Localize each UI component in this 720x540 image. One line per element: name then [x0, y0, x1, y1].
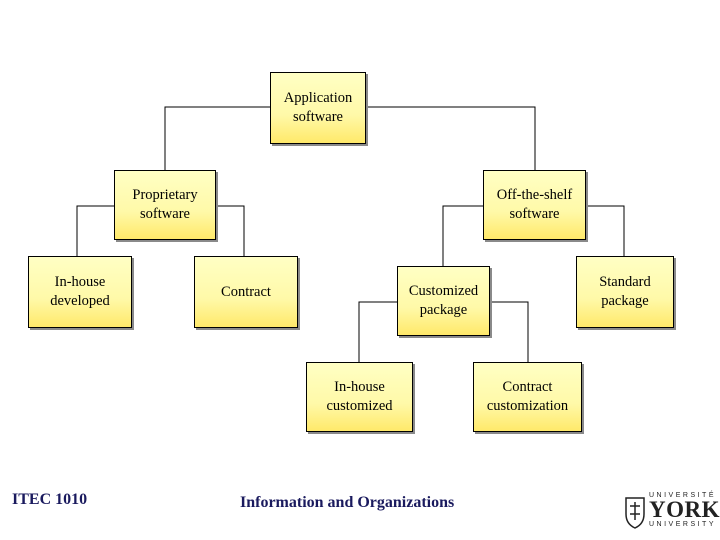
connector-application-right: [366, 106, 536, 182]
node-contract: Contract: [194, 256, 298, 328]
connector-application: [164, 106, 270, 182]
node-label: Application software: [283, 90, 353, 125]
connector-customized-right: [490, 301, 529, 362]
connector-proprietary-right: [216, 205, 245, 256]
crest-icon: [625, 497, 645, 529]
node-label: In-house customized: [326, 379, 393, 414]
node-proprietary-software: Proprietary software: [114, 170, 216, 240]
node-label: In-house developed: [50, 274, 110, 309]
node-standard-package: Standard package: [576, 256, 674, 328]
node-off-the-shelf-software: Off-the-shelf software: [483, 170, 586, 240]
connector-offshelf-right: [586, 205, 625, 256]
node-contract-customization: Contract customization: [473, 362, 582, 432]
node-in-house-developed: In-house developed: [28, 256, 132, 328]
node-label: Contract: [221, 283, 271, 300]
node-customized-package: Customized package: [397, 266, 490, 336]
node-application-software: Application software: [270, 72, 366, 144]
course-code: ITEC 1010: [12, 491, 88, 508]
connector-customized-left: [358, 301, 397, 362]
course-title: Information and Organizations: [240, 494, 455, 511]
node-label: Contract customization: [486, 379, 569, 414]
node-label: Proprietary software: [132, 187, 198, 222]
logo-main-text: YORK: [649, 497, 720, 522]
logo-bottom-text: UNIVERSITY: [649, 521, 717, 528]
connector-offshelf-left: [442, 205, 483, 266]
node-label: Off-the-shelf software: [496, 187, 573, 222]
node-in-house-customized: In-house customized: [306, 362, 413, 432]
connector-proprietary-left: [76, 205, 114, 256]
node-label: Standard package: [599, 274, 651, 309]
node-label: Customized package: [408, 283, 479, 318]
logo-top-text: UNIVERSITÉ: [649, 492, 717, 499]
